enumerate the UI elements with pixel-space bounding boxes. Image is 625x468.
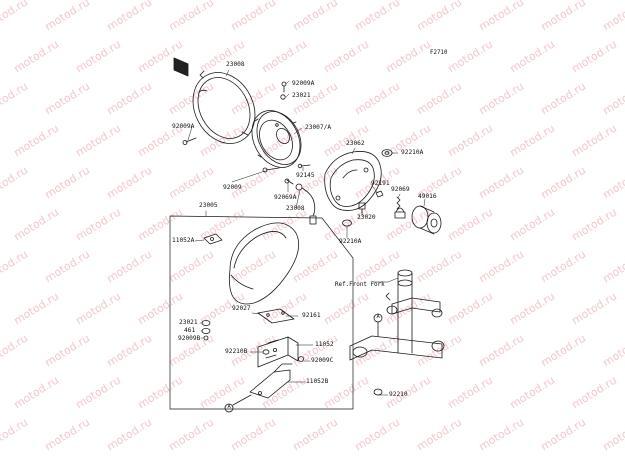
nut-c-part [298, 356, 304, 362]
part-label-bracket-b: 11052B [306, 378, 329, 385]
callout-a-left [224, 394, 252, 413]
part-label-bulb: 23020 [357, 214, 376, 221]
damper-part [262, 349, 270, 355]
callout-a-right [373, 313, 383, 337]
lower-screw-part [262, 167, 280, 173]
cowl-grommet-part [203, 233, 223, 245]
stem-grommet-part [373, 388, 383, 396]
headlight-rim-part [192, 70, 256, 144]
part-label-bulb-clip: 92191 [371, 180, 390, 187]
part-label-rim: 23008 [226, 61, 245, 68]
callout-letter-right: A [376, 314, 380, 320]
diagram-code: F2710 [430, 50, 448, 56]
relay-part [411, 205, 442, 235]
part-label-spacer: 461 [184, 327, 196, 334]
part-label-plate: 92161 [302, 312, 321, 319]
top-screw-parts [280, 81, 287, 100]
bolt-92145-part [297, 163, 311, 169]
part-label-relay: 49016 [418, 193, 437, 200]
leader-lines [187, 69, 426, 396]
rim-screw-part [182, 137, 197, 145]
part-label-nut-c: 92009C [311, 357, 334, 364]
part-label-stem-grommet: 92210 [389, 391, 408, 398]
part-label-screw: 92009 [223, 184, 242, 191]
part-label-cowl-assy: 23005 [199, 202, 218, 209]
grommet-top-part [381, 149, 393, 157]
plate-part [257, 308, 295, 324]
bracket-part [257, 336, 299, 368]
part-label-grommet-b: 92210A [339, 238, 362, 245]
part-label-rim-screw: 92009A [172, 123, 195, 130]
bracket-b-part [249, 363, 293, 399]
part-label-spring: 92069 [391, 186, 410, 193]
part-label-headlight-unit: 23007/A [305, 124, 332, 131]
part-label-bracket-clip: 92027 [232, 305, 251, 312]
part-label-grommet: 92210A [401, 149, 424, 156]
headlight-unit-part [251, 110, 302, 168]
cowl-part [228, 222, 300, 305]
part-label-screw-a: 92009A [292, 80, 315, 87]
part-label-bolt-b: 92009B [178, 335, 201, 342]
part-label-clip: 23021 [292, 92, 311, 99]
part-label-collar: 23021 [179, 319, 198, 326]
part-label-bracket: 11052 [315, 341, 334, 348]
part-label-cowl-grommet: 11052A [172, 237, 195, 244]
socket-cable-part [284, 178, 317, 225]
part-label-bolt-c: 92145 [296, 172, 315, 179]
part-label-housing: 23062 [346, 140, 365, 147]
collar-parts [201, 319, 211, 341]
cowl-assembly-frame [169, 215, 354, 410]
reference-front-fork-label: Ref.Front Fork [335, 282, 385, 288]
manufacturer-logo-badge [173, 57, 189, 77]
callout-letter-left: A [227, 404, 231, 410]
part-label-screw-b: 92069A [274, 194, 297, 201]
part-label-damper: 92210B [225, 348, 248, 355]
bulb-part [394, 196, 406, 219]
grommet-lower-part [342, 219, 352, 227]
part-label-socket: 23008 [286, 205, 305, 212]
steering-stem-part [349, 269, 445, 361]
clip-92191-part [375, 190, 384, 198]
